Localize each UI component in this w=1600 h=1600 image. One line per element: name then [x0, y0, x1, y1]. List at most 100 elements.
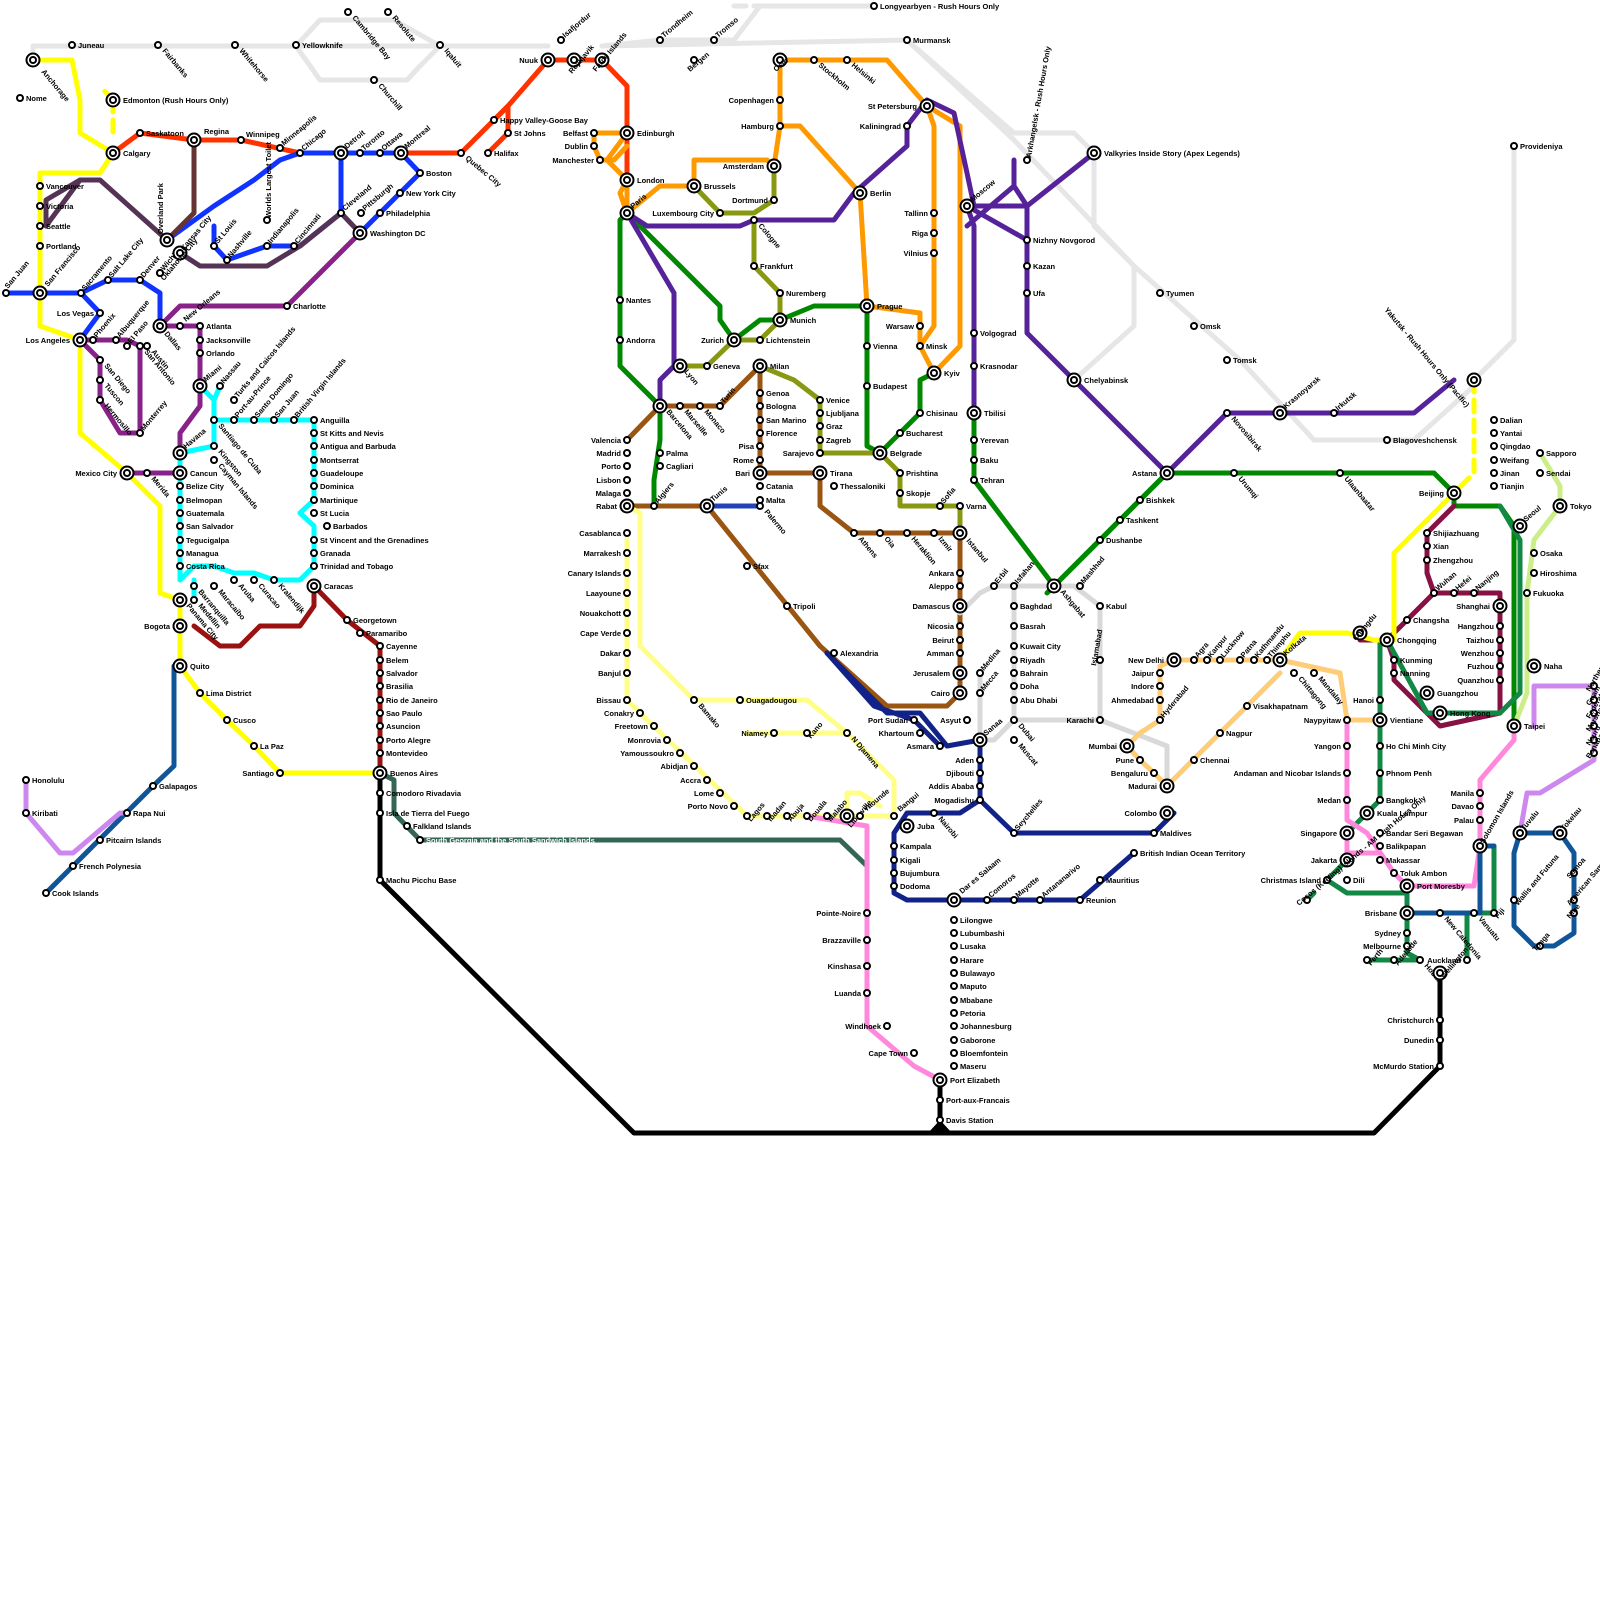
station-managua[interactable]: Managua: [176, 549, 219, 558]
station-makassar[interactable]: Makassar: [1376, 856, 1420, 865]
station-dushanbe[interactable]: Dushanbe: [1096, 536, 1142, 545]
station-bangkok[interactable]: Bangkok: [1376, 796, 1419, 805]
station-copenhagen[interactable]: Copenhagen: [729, 96, 784, 105]
station-yamoussoukro[interactable]: Yamoussoukro: [620, 749, 684, 758]
station-ho-chi-minh[interactable]: Ho Chi Minh City: [1376, 742, 1447, 751]
station-phnom-penh[interactable]: Phnom Penh: [1376, 769, 1432, 778]
station-happy-valley[interactable]: Happy Valley-Goose Bay: [490, 116, 589, 125]
station-osaka[interactable]: Osaka: [1530, 549, 1563, 558]
station-malaga[interactable]: Malaga: [596, 489, 631, 498]
station-luanda[interactable]: Luanda: [834, 989, 871, 998]
station-baghdad[interactable]: Baghdad: [1010, 602, 1053, 611]
station-buenos-aires[interactable]: Buenos Aires: [372, 765, 439, 781]
station-charlotte[interactable]: Charlotte: [283, 302, 326, 311]
station-martinique[interactable]: Martinique: [310, 496, 358, 505]
station-juneau[interactable]: Juneau: [68, 41, 105, 50]
station-conakry[interactable]: Conakry: [604, 709, 644, 718]
station-laayoune[interactable]: Laayoune: [586, 589, 631, 598]
station-ljubljana[interactable]: Ljubljana: [816, 409, 860, 418]
station-murmansk[interactable]: Murmansk: [903, 36, 951, 45]
station-warsaw[interactable]: Warsaw: [886, 322, 924, 331]
station-porto-alegre[interactable]: Porto Alegre: [376, 736, 431, 745]
station-aleppo[interactable]: Aleppo: [929, 582, 964, 591]
station-nuuk[interactable]: Nuuk: [519, 52, 556, 68]
station-bologna[interactable]: Bologna: [756, 402, 797, 411]
station-hangzhou[interactable]: Hangzhou: [1458, 622, 1504, 631]
station-rome[interactable]: Rome: [733, 456, 764, 465]
station-winnipeg[interactable]: Winnipeg: [237, 130, 280, 144]
station-cusco[interactable]: Cusco: [223, 716, 256, 725]
station-palau[interactable]: Palau: [1454, 816, 1484, 825]
station-atlanta[interactable]: Atlanta: [196, 322, 232, 331]
station-vilnius[interactable]: Vilnius: [904, 249, 938, 258]
station-toluk-ambon[interactable]: Toluk Ambon: [1390, 869, 1447, 878]
station-fuzhou[interactable]: Fuzhou: [1467, 662, 1504, 671]
station-ankara[interactable]: Ankara: [929, 569, 964, 578]
station-chelyabinsk[interactable]: Chelyabinsk: [1066, 372, 1130, 388]
station-tianjin[interactable]: Tianjin: [1490, 482, 1524, 491]
station-belem[interactable]: Belem: [376, 656, 409, 665]
station-hamburg[interactable]: Hamburg: [741, 122, 784, 131]
station-hong-kong[interactable]: Hong Kong: [1432, 705, 1491, 721]
station-auckland[interactable]: Auckland: [1427, 956, 1471, 965]
station-cook-islands[interactable]: Cook Islands: [42, 889, 99, 898]
station-port-sudan[interactable]: Port Sudan: [868, 716, 918, 725]
station-omsk[interactable]: Omsk: [1190, 322, 1222, 331]
station-vientiane[interactable]: Vientiane: [1372, 712, 1424, 728]
station-bandar[interactable]: Bandar Seri Begawan: [1376, 829, 1464, 838]
station-edinburgh[interactable]: Edinburgh: [619, 125, 675, 141]
station-new-york[interactable]: New York City: [396, 189, 457, 198]
station-ulaanbaatar[interactable]: Ulaanbaatar: [1336, 469, 1377, 513]
station-maputo[interactable]: Maputo: [950, 982, 987, 991]
station-tomsk[interactable]: Tomsk: [1223, 356, 1257, 365]
station-longyearbyen[interactable]: Longyearbyen - Rush Hours Only: [870, 2, 1000, 11]
station-asyut[interactable]: Asyut: [940, 716, 971, 725]
station-montserrat[interactable]: Montserrat: [310, 456, 359, 465]
station-arkhangelsk[interactable]: Arkhangelsk - Rush Hours Only: [1023, 45, 1053, 164]
station-dodoma[interactable]: Dodoma: [890, 882, 931, 891]
station-kunming[interactable]: Kunming: [1390, 656, 1433, 665]
station-regina[interactable]: Regina: [186, 127, 230, 148]
station-lome[interactable]: Lome: [694, 789, 724, 798]
station-seoul[interactable]: Seoul: [1512, 504, 1543, 534]
station-nagpur[interactable]: Nagpur: [1216, 729, 1252, 738]
station-chennai[interactable]: Chennai: [1190, 756, 1230, 765]
station-pretoria[interactable]: Petoria: [950, 1009, 986, 1018]
station-colombo[interactable]: Colombo: [1125, 805, 1175, 821]
station-niamey[interactable]: Niamey: [741, 729, 778, 738]
station-saskatoon[interactable]: Saskatoon: [136, 129, 184, 138]
station-tonga[interactable]: Tonga: [1531, 930, 1553, 953]
station-jinan[interactable]: Jinan: [1490, 469, 1520, 478]
station-cagliari[interactable]: Cagliari: [656, 462, 694, 471]
station-medina[interactable]: Medina: [976, 646, 1003, 677]
station-graz[interactable]: Graz: [816, 422, 843, 431]
station-orlando[interactable]: Orlando: [196, 349, 235, 358]
station-french-polynesia[interactable]: French Polynesia: [69, 862, 142, 871]
station-boston[interactable]: Boston: [416, 169, 452, 178]
station-geneva[interactable]: Geneva: [703, 362, 741, 371]
station-qingdao[interactable]: Qingdao: [1490, 442, 1531, 451]
station-skopje[interactable]: Skopje: [896, 489, 931, 498]
station-bissau[interactable]: Bissau: [596, 696, 631, 705]
station-santiago[interactable]: Santiago: [242, 769, 284, 778]
station-davis-station[interactable]: Davis Station: [936, 1116, 994, 1125]
station-wenzhou[interactable]: Wenzhou: [1461, 649, 1504, 658]
station-caracas[interactable]: Caracas: [306, 578, 354, 594]
station-mcmurdo[interactable]: McMurdo Station: [1373, 1062, 1444, 1071]
station-freetown[interactable]: Freetown: [615, 722, 658, 731]
station-san-marino[interactable]: San Marino: [756, 416, 807, 425]
station-sapporo[interactable]: Sapporo: [1536, 449, 1577, 458]
station-xian[interactable]: Xian: [1423, 542, 1449, 551]
station-comodoro[interactable]: Comodoro Rivadavia: [376, 789, 462, 798]
station-basrah[interactable]: Basrah: [1010, 622, 1046, 631]
station-zurich[interactable]: Zurich: [701, 332, 742, 348]
station-dalian[interactable]: Dalian: [1490, 416, 1523, 425]
station-ibadan[interactable]: Ibadan: [763, 799, 788, 824]
station-ouagadougou[interactable]: Ouagadougou: [736, 696, 797, 705]
station-st-kitts[interactable]: St Kitts and Nevis: [310, 429, 384, 438]
station-san-salvador[interactable]: San Salvador: [176, 522, 234, 531]
station-lusaka[interactable]: Lusaka: [950, 942, 987, 951]
station-belgrade[interactable]: Belgrade: [872, 445, 923, 461]
station-kano[interactable]: Kano: [803, 720, 825, 740]
station-novosibirsk[interactable]: Novosibirsk: [1223, 409, 1264, 454]
